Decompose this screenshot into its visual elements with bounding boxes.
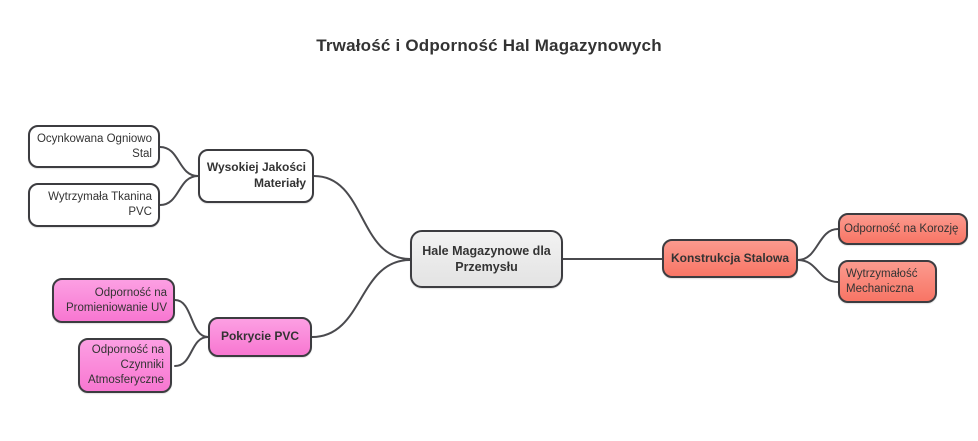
node-label: Odporność na Korozję — [844, 222, 959, 235]
edge-materialy-root — [313, 175, 411, 260]
node-ocynkowana-ogniowo-stal: Ocynkowana Ogniowo Stal — [28, 125, 160, 168]
node-odpornosc-na-korozje: Odporność na Korozję — [838, 213, 968, 245]
node-label: Ocynkowana Ogniowo Stal — [36, 132, 152, 160]
diagram-title: Trwałość i Odporność Hal Magazynowych — [316, 36, 662, 55]
node-label: Odporność na Czynniki Atmosferyczne — [87, 344, 164, 386]
edge-pokrycie-root — [311, 259, 411, 338]
node-label: Pokrycie PVC — [220, 329, 300, 344]
node-label: Wytrzymałość Mechaniczna — [846, 267, 918, 295]
edge-ocynkowana-materialy — [159, 146, 199, 177]
edge-konstrukcja-mechaniczna — [797, 259, 839, 283]
node-pokrycie-pvc: Pokrycie PVC — [208, 317, 312, 357]
node-label: Wysokiej Jakości Materiały — [206, 160, 306, 190]
node-odpornosc-promieniowanie-uv: Odporność na Promieniowanie UV — [52, 278, 175, 323]
edge-atmosferyczne-pokrycie — [174, 336, 209, 367]
node-wysokiej-jakosci-materialy: Wysokiej Jakości Materiały — [198, 149, 314, 203]
node-label: Konstrukcja Stalowa — [670, 250, 790, 265]
node-label: Odporność na Promieniowanie UV — [66, 286, 167, 314]
edge-konstrukcja-korozja — [797, 228, 839, 261]
node-wytrzymalosc-mechaniczna: Wytrzymałość Mechaniczna — [838, 260, 937, 303]
node-konstrukcja-stalowa: Konstrukcja Stalowa — [662, 239, 798, 278]
edge-tkanina-materialy — [159, 175, 199, 206]
node-hale-magazynowe-root: Hale Magazynowe dla Przemysłu — [410, 230, 563, 288]
node-label: Hale Magazynowe dla Przemysłu — [422, 243, 551, 274]
edge-uv-pokrycie — [174, 299, 209, 338]
node-wytrzymala-tkanina-pvc: Wytrzymała Tkanina PVC — [28, 183, 160, 227]
node-odpornosc-czynniki-atmosferyczne: Odporność na Czynniki Atmosferyczne — [78, 338, 172, 393]
node-label: Wytrzymała Tkanina PVC — [48, 191, 152, 218]
